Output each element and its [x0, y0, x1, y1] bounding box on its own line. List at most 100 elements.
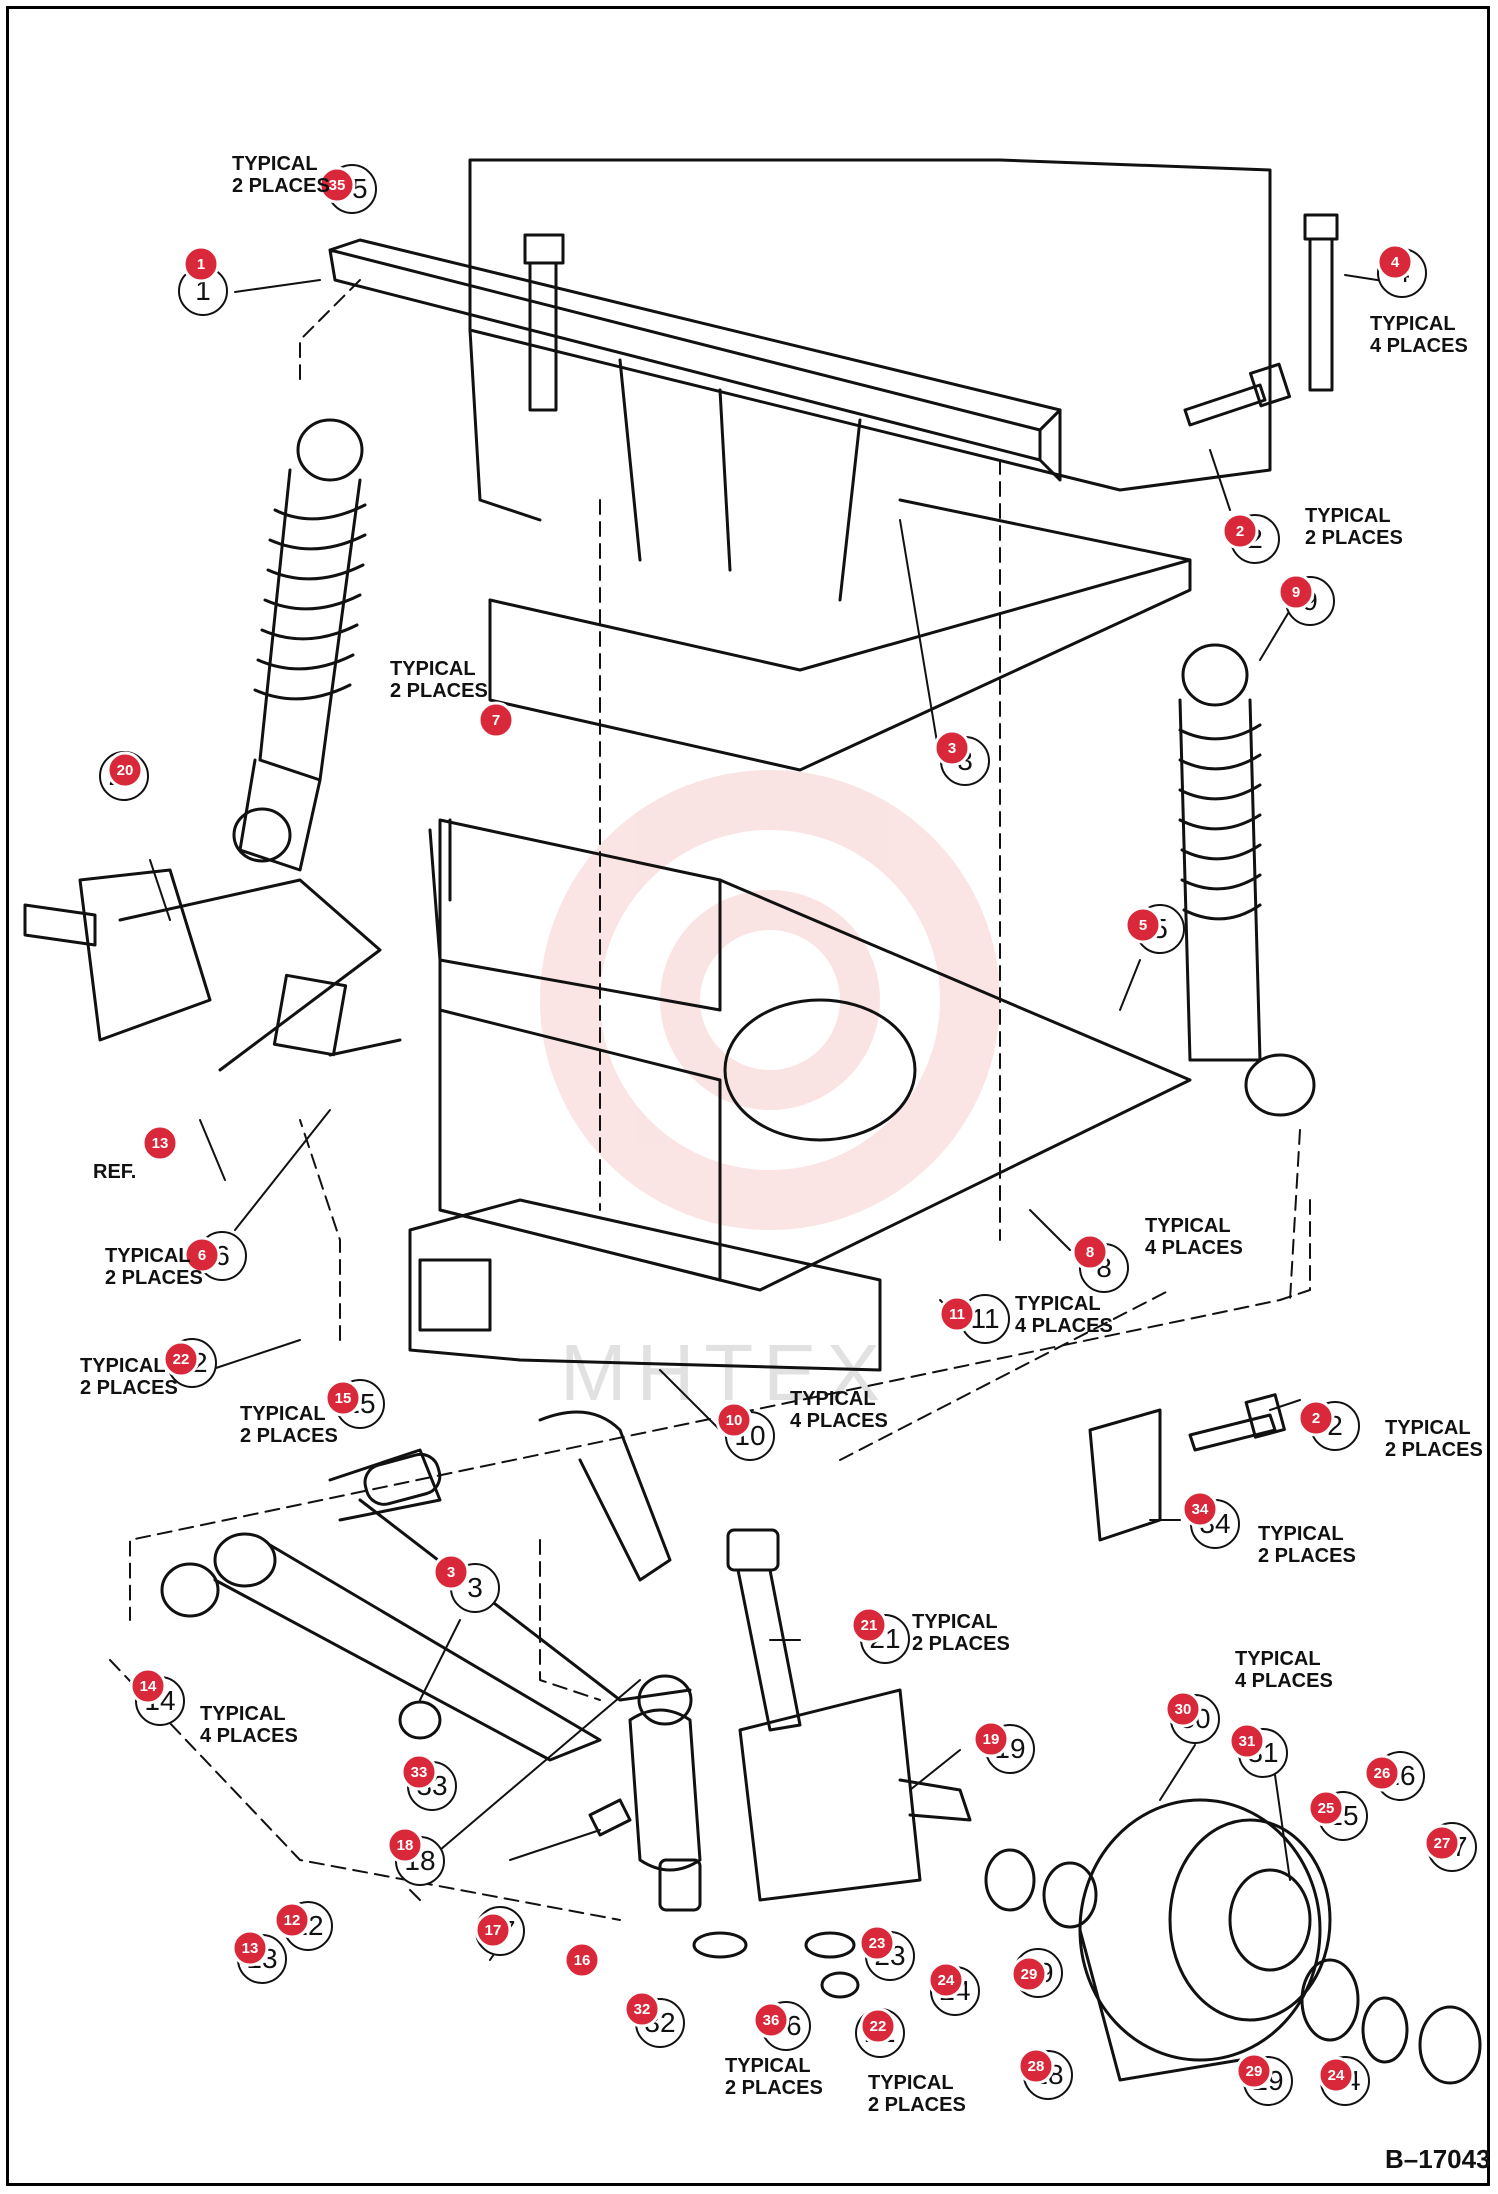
- part-badge-icon[interactable]: [1221, 512, 1259, 550]
- part-badge-icon[interactable]: [183, 1236, 221, 1274]
- callout-c29b: 2929: [1235, 2052, 1293, 2106]
- callout-note: 2 PLACES: [105, 1267, 203, 1289]
- part-badge-icon[interactable]: [859, 2007, 897, 2045]
- part-badge-icon[interactable]: [1017, 2047, 1055, 2085]
- part-badge-icon[interactable]: [1164, 1690, 1202, 1728]
- part-badge-icon[interactable]: [1228, 1722, 1266, 1760]
- part-badge-icon[interactable]: [1124, 906, 1162, 944]
- callout-c12: 1212: [273, 1901, 333, 1951]
- bushings-and-washers: [363, 1452, 860, 1999]
- callout-note: TYPICAL: [868, 2072, 954, 2094]
- part-badge-label: 17: [485, 1922, 502, 1939]
- part-badge-icon[interactable]: [432, 1553, 470, 1591]
- part-badge-icon[interactable]: [162, 1340, 200, 1378]
- callout-note: 2 PLACES: [912, 1633, 1010, 1655]
- part-badge-icon[interactable]: [938, 1295, 976, 1333]
- callout-note: TYPICAL: [1305, 505, 1391, 527]
- part-badge-icon[interactable]: [1277, 573, 1315, 611]
- part-badge-label: 2: [1312, 1410, 1320, 1427]
- part-badge-icon[interactable]: [858, 1924, 896, 1962]
- part-badge-icon[interactable]: [474, 1911, 512, 1949]
- part-badge-icon[interactable]: [933, 729, 971, 767]
- callout-c36: 3636TYPICAL2 PLACES: [725, 2001, 823, 2099]
- part-badge-label: 22: [870, 2018, 887, 2035]
- watermark-text: MHTEX: [560, 1328, 890, 1417]
- callout-note: REF.: [93, 1161, 136, 1183]
- part-badge-icon[interactable]: [1423, 1824, 1461, 1862]
- part-badge-icon[interactable]: [972, 1720, 1010, 1758]
- part-badge-label: 21: [861, 1617, 878, 1634]
- part-badge-icon[interactable]: [563, 1941, 601, 1979]
- callout-c17: 1717: [474, 1906, 525, 1956]
- callout-note: TYPICAL: [200, 1703, 286, 1725]
- part-badge-icon[interactable]: [1363, 1754, 1401, 1792]
- part-badge-icon[interactable]: [1317, 2056, 1355, 2094]
- part-badge-icon[interactable]: [715, 1401, 753, 1439]
- part-badge-label: 10: [726, 1412, 743, 1429]
- callout-c15: 1515TYPICAL2 PLACES: [240, 1379, 385, 1447]
- callout-c1: 11: [178, 245, 228, 316]
- callout-note: 2 PLACES: [1258, 1545, 1356, 1567]
- callout-note: TYPICAL: [1235, 1648, 1321, 1670]
- suspension-line-art: [23, 158, 1482, 2085]
- bolt-2-upper-icon: [1183, 362, 1292, 427]
- callout-note: 2 PLACES: [240, 1425, 338, 1447]
- callout-note: TYPICAL: [232, 153, 318, 175]
- part-badge-label: 7: [492, 712, 500, 729]
- part-badge-icon[interactable]: [850, 1606, 888, 1644]
- part-badge-label: 8: [1086, 1244, 1094, 1261]
- part-badge-icon[interactable]: [1071, 1233, 1109, 1271]
- part-badge-icon[interactable]: [623, 1990, 661, 2028]
- bolt-4-icon: [1303, 213, 1339, 392]
- part-badge-icon[interactable]: [477, 701, 515, 739]
- part-badge-icon[interactable]: [386, 1826, 424, 1864]
- callout-note: TYPICAL: [1145, 1215, 1231, 1237]
- part-badge-icon[interactable]: [324, 1379, 362, 1417]
- part-badge-label: 3: [948, 740, 956, 757]
- part-badge-icon[interactable]: [182, 245, 220, 283]
- part-badge-icon[interactable]: [231, 1929, 269, 1967]
- callout-note: 4 PLACES: [1235, 1670, 1333, 1692]
- callout-note: 4 PLACES: [790, 1410, 888, 1432]
- part-badge-icon[interactable]: [400, 1753, 438, 1791]
- callout-note: 4 PLACES: [200, 1725, 298, 1747]
- callout-note: 4 PLACES: [1145, 1237, 1243, 1259]
- frame-cross-member: [328, 158, 1272, 772]
- part-badge-label: 12: [284, 1912, 301, 1929]
- callout-c20: 2020: [99, 751, 149, 801]
- part-badge-label: 24: [1328, 2067, 1345, 2084]
- part-badge-icon[interactable]: [1010, 1955, 1048, 1993]
- part-badge-label: 22: [173, 1351, 190, 1368]
- part-badge-icon[interactable]: [273, 1901, 311, 1939]
- part-badge-icon[interactable]: [752, 2001, 790, 2039]
- watermark-gear-logo: [540, 770, 1000, 1230]
- callout-c3a: 33: [933, 729, 990, 786]
- part-badge-icon[interactable]: [1235, 2052, 1273, 2090]
- part-badge-icon[interactable]: [1181, 1490, 1219, 1528]
- part-badge-icon[interactable]: [1297, 1399, 1335, 1437]
- callout-c22b: 2222TYPICAL2 PLACES: [855, 2007, 966, 2116]
- part-badge-label: 33: [411, 1764, 428, 1781]
- part-badge-icon[interactable]: [141, 1124, 179, 1162]
- part-badge-icon[interactable]: [927, 1961, 965, 1999]
- part-badge-icon[interactable]: [106, 751, 144, 789]
- part-badge-label: 26: [1374, 1765, 1391, 1782]
- callout-note: 2 PLACES: [390, 680, 488, 702]
- part-badge-label: 4: [1391, 254, 1400, 271]
- part-badge-icon[interactable]: [1376, 243, 1414, 281]
- part-badge-icon[interactable]: [129, 1667, 167, 1705]
- part-badge-icon[interactable]: [1307, 1789, 1345, 1827]
- brake-drum-hub: [984, 1798, 1482, 2085]
- part-number-label: 11: [970, 1303, 999, 1334]
- part-badge-icon[interactable]: [318, 166, 356, 204]
- part-badge-label: 16: [574, 1952, 591, 1969]
- callout-c4: 44TYPICAL4 PLACES: [1370, 243, 1468, 357]
